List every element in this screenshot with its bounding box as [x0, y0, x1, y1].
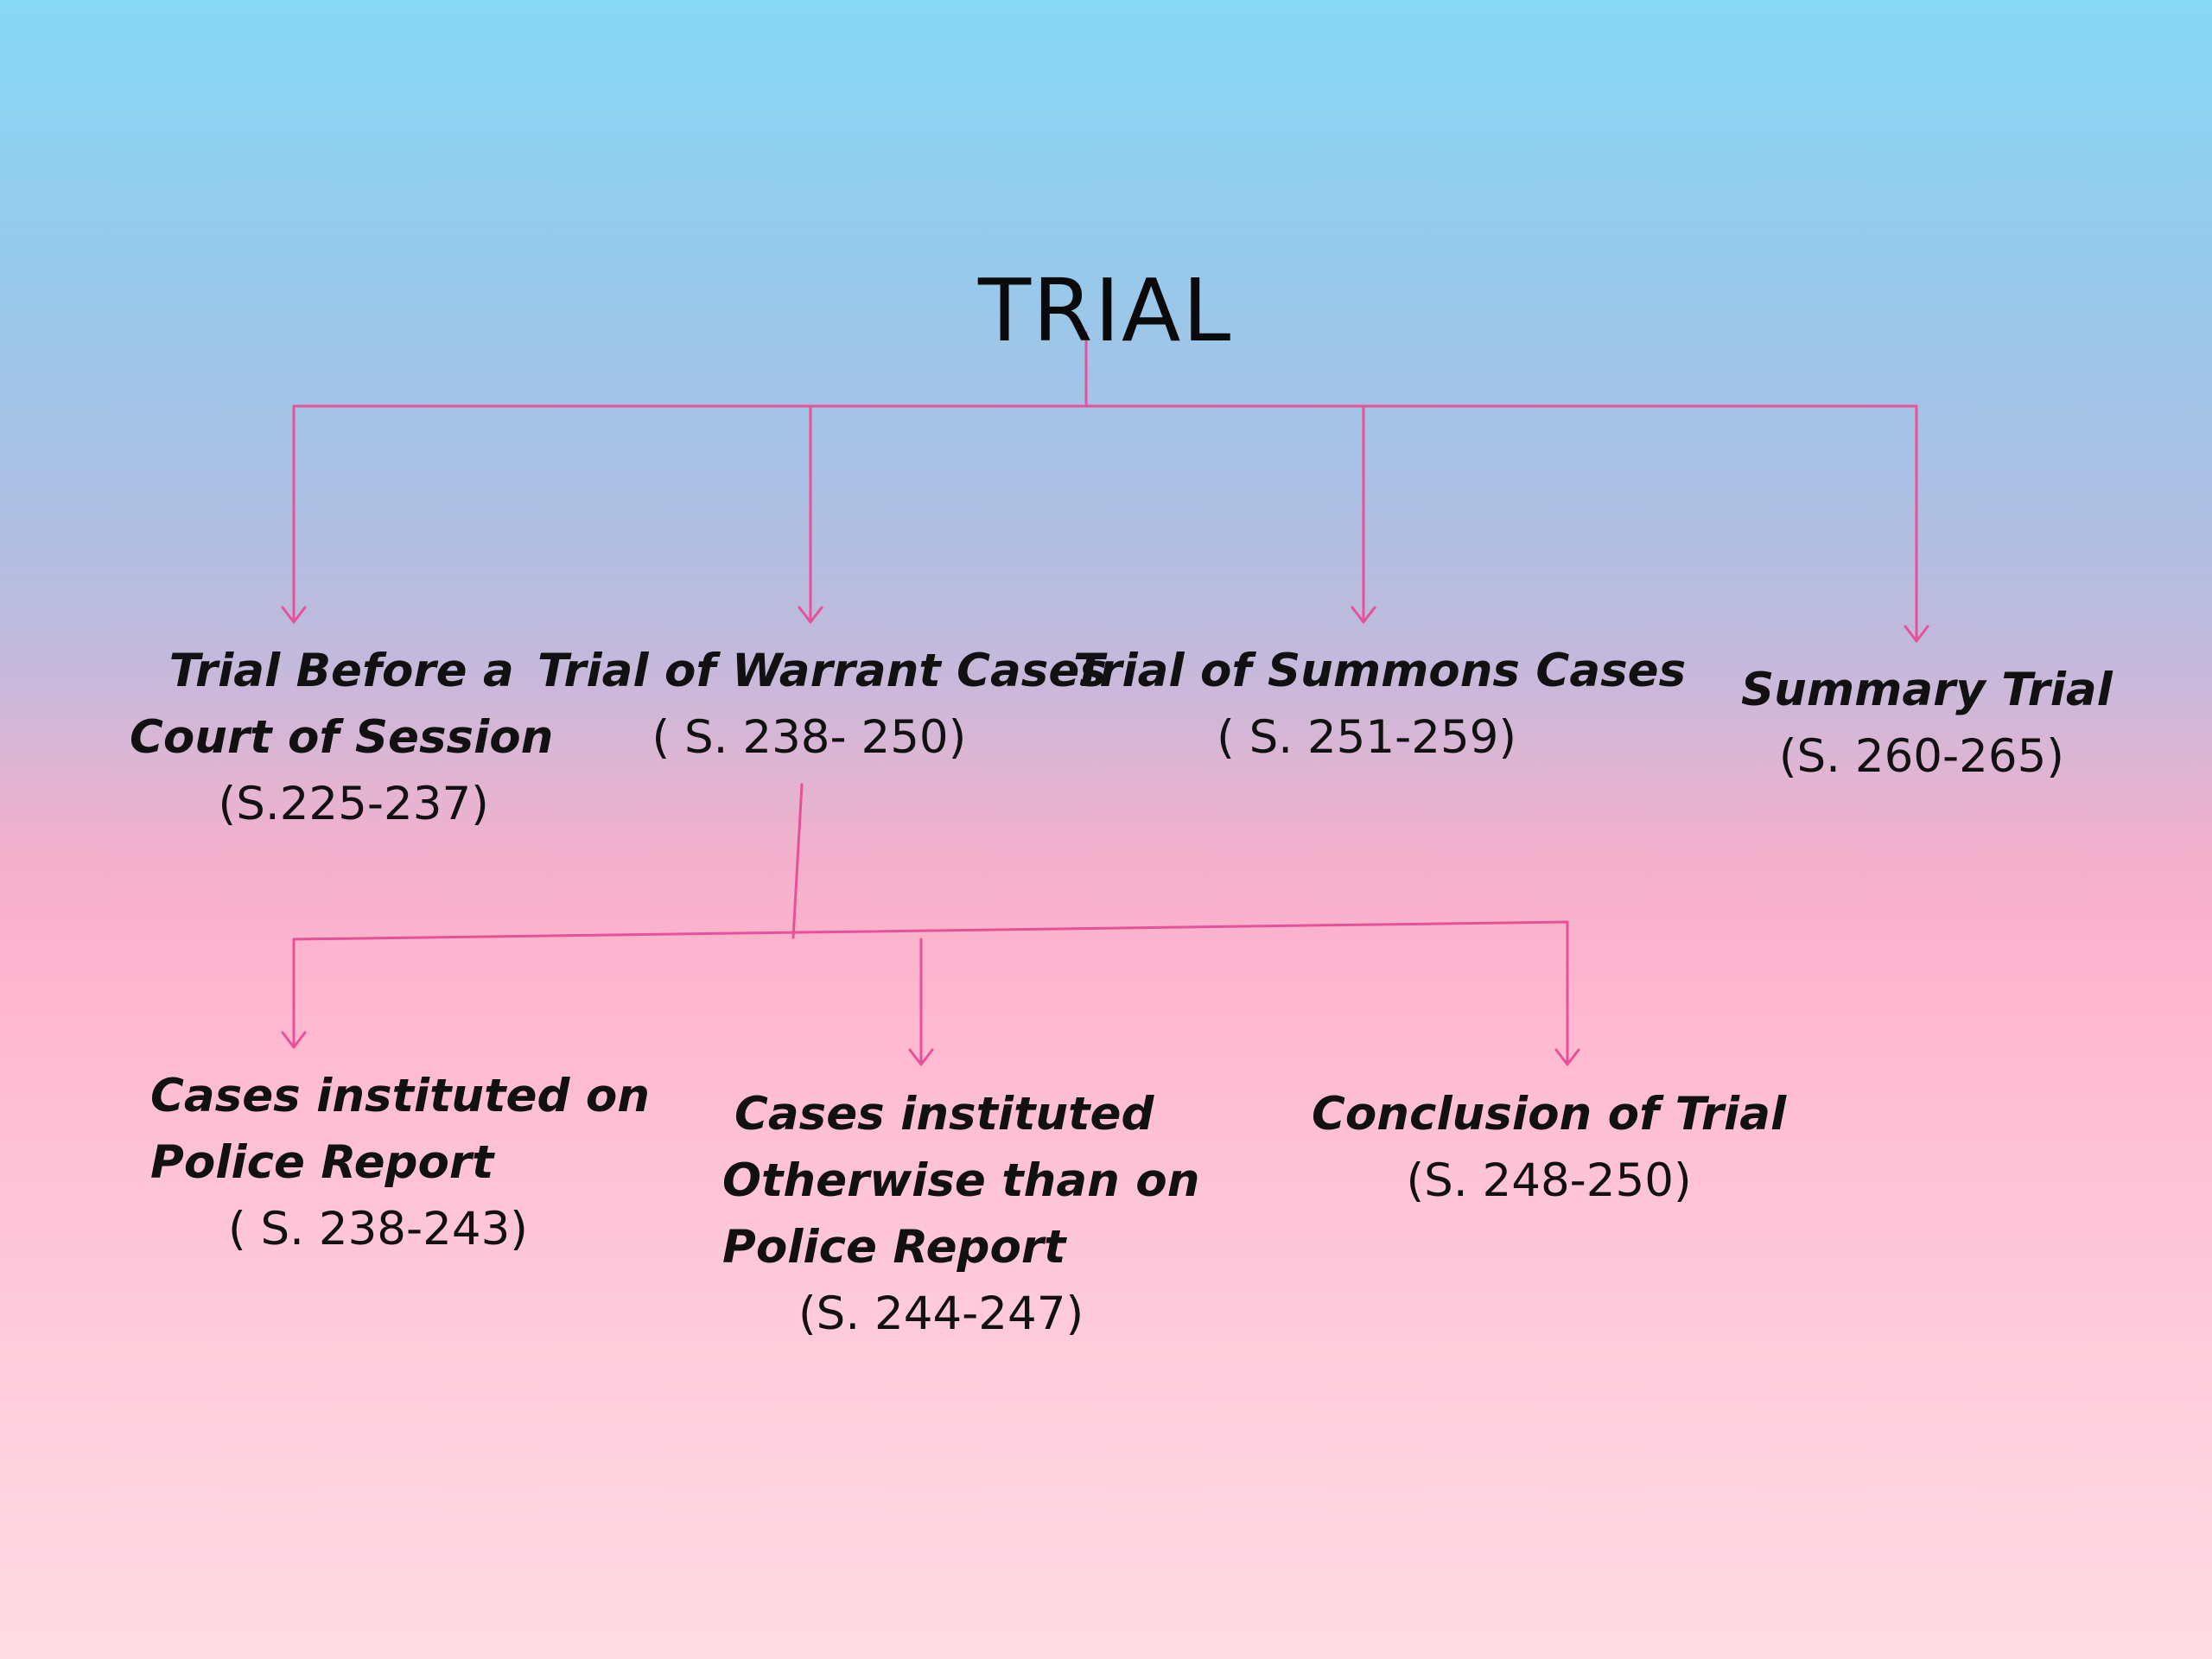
section-reference: (S. 248-250) — [1406, 1154, 1692, 1207]
diagram-title: TRIAL — [978, 260, 1233, 361]
node-label-line: Trial of Summons Cases — [1073, 645, 1687, 697]
node-label-line: Police Report — [722, 1221, 1066, 1274]
node-trial-of-warrant-cases: Trial of Warrant Cases ( S. 238- 250) — [537, 638, 1107, 771]
level2-bus — [292, 920, 1569, 941]
node-trial-before-court-of-session: Trial Before a Court of Session (S.225-2… — [130, 638, 553, 837]
arrowhead-level2-3 — [1554, 1048, 1580, 1066]
section-reference: (S. 244-247) — [798, 1287, 1084, 1340]
node-trial-of-summons-cases: Trial of Summons Cases ( S. 251-259) — [1073, 638, 1686, 771]
node-label-line: Trial of Warrant Cases — [537, 645, 1107, 697]
node-label-line: Cases instituted — [734, 1088, 1154, 1141]
node-conclusion-of-trial: Conclusion of Trial (S. 248-250) — [1312, 1081, 1786, 1214]
arrowhead-level2-2 — [908, 1048, 934, 1066]
node-cases-on-police-report: Cases instituted on Police Report ( S. 2… — [150, 1063, 650, 1262]
node-summary-trial: Summary Trial (S. 260-265) — [1741, 657, 2113, 790]
arrowhead-level1-3 — [1351, 606, 1376, 624]
section-reference: (S.225-237) — [218, 778, 489, 830]
arrowhead-level1-4 — [1904, 625, 1929, 643]
node-label-line: Summary Trial — [1741, 664, 2113, 716]
arrowhead-level2-1 — [281, 1031, 307, 1049]
arrowhead-level1-2 — [798, 606, 823, 624]
section-reference: ( S. 238-243) — [228, 1203, 528, 1255]
node-cases-otherwise-than-police-report: Cases instituted Otherwise than on Polic… — [722, 1081, 1199, 1347]
node-label-line: Police Report — [150, 1136, 494, 1189]
node-label-line: Otherwise than on — [722, 1154, 1200, 1207]
section-reference: ( S. 238- 250) — [652, 711, 967, 764]
node-label-line: Cases instituted on — [150, 1070, 650, 1122]
warrant-stem — [791, 783, 804, 939]
node-label-line: Conclusion of Trial — [1312, 1088, 1787, 1141]
node-label-line: Trial Before a — [168, 645, 514, 697]
arrowhead-level1-1 — [281, 606, 307, 624]
node-label-line: Court of Session — [130, 711, 554, 764]
section-reference: (S. 260-265) — [1778, 730, 2064, 783]
section-reference: ( S. 251-259) — [1217, 711, 1517, 764]
